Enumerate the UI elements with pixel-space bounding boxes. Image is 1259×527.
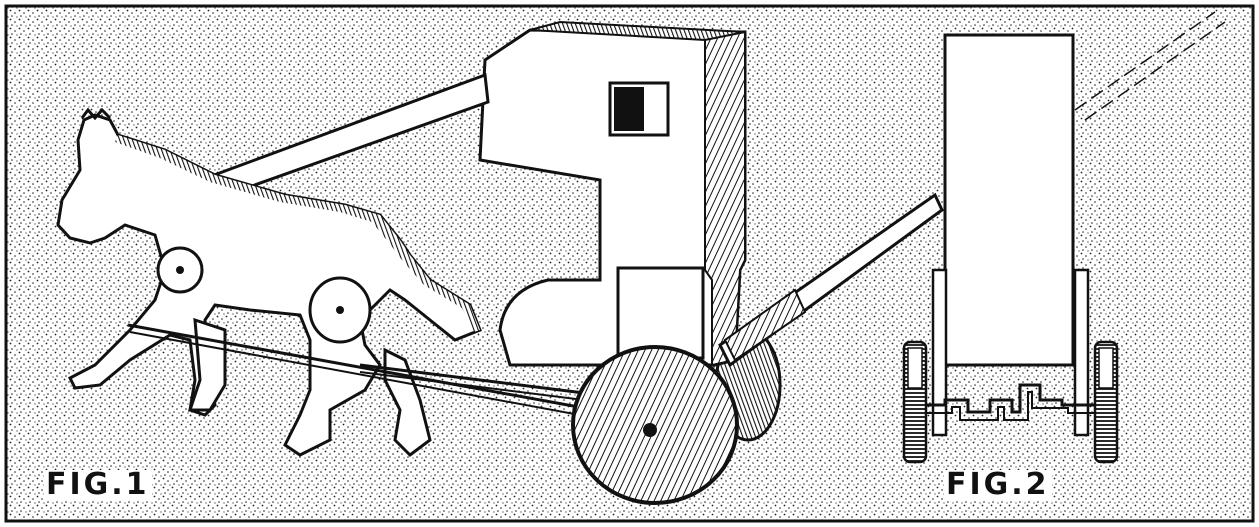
left-upright [931, 268, 948, 437]
box-front [943, 33, 1075, 367]
fig2-drawing [902, 11, 1226, 464]
crank-axle [925, 383, 1095, 414]
cart-door [616, 266, 705, 360]
fig1-drawing [56, 20, 944, 505]
cart-box-top [529, 20, 746, 42]
wheel-hub [643, 423, 657, 437]
right-upright [1073, 268, 1090, 437]
axle-rod [127, 323, 651, 422]
fig2-caption: FIG.2 [944, 467, 1052, 502]
fig1-caption: FIG.1 [44, 467, 152, 502]
